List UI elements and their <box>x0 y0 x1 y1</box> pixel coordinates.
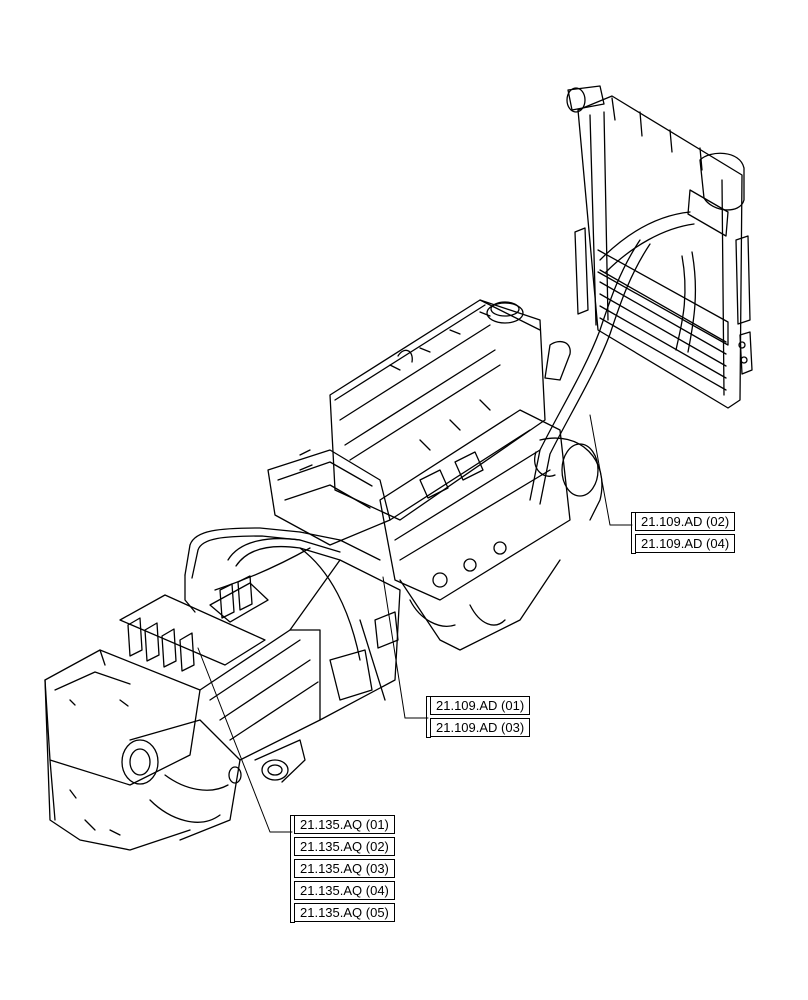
ref-21-135-aq-04[interactable]: 21.135.AQ (04) <box>294 881 395 900</box>
callout-bracket <box>290 815 295 923</box>
engine <box>267 299 603 651</box>
ref-21-135-aq-02[interactable]: 21.135.AQ (02) <box>294 837 395 856</box>
leader-lines <box>197 414 633 833</box>
transmission <box>44 559 401 851</box>
ref-21-109-ad-04[interactable]: 21.109.AD (04) <box>635 534 736 553</box>
callout-group-engine: 21.109.AD (01) 21.109.AD (03) <box>426 696 531 740</box>
callout-group-transmission: 21.135.AQ (01) 21.135.AQ (02) 21.135.AQ … <box>290 815 395 925</box>
ref-21-135-aq-05[interactable]: 21.135.AQ (05) <box>294 903 395 922</box>
ref-21-135-aq-01[interactable]: 21.135.AQ (01) <box>294 815 395 834</box>
ref-21-109-ad-02[interactable]: 21.109.AD (02) <box>635 512 736 531</box>
callout-bracket <box>631 512 636 554</box>
cooler-lines <box>529 239 651 505</box>
hydraulic-lines <box>184 527 381 661</box>
callout-group-radiator: 21.109.AD (02) 21.109.AD (04) <box>631 512 736 556</box>
ref-21-109-ad-01[interactable]: 21.109.AD (01) <box>430 696 531 715</box>
ref-21-135-aq-03[interactable]: 21.135.AQ (03) <box>294 859 395 878</box>
radiator <box>566 85 753 409</box>
callout-bracket <box>426 696 431 738</box>
ref-21-109-ad-03[interactable]: 21.109.AD (03) <box>430 718 531 737</box>
